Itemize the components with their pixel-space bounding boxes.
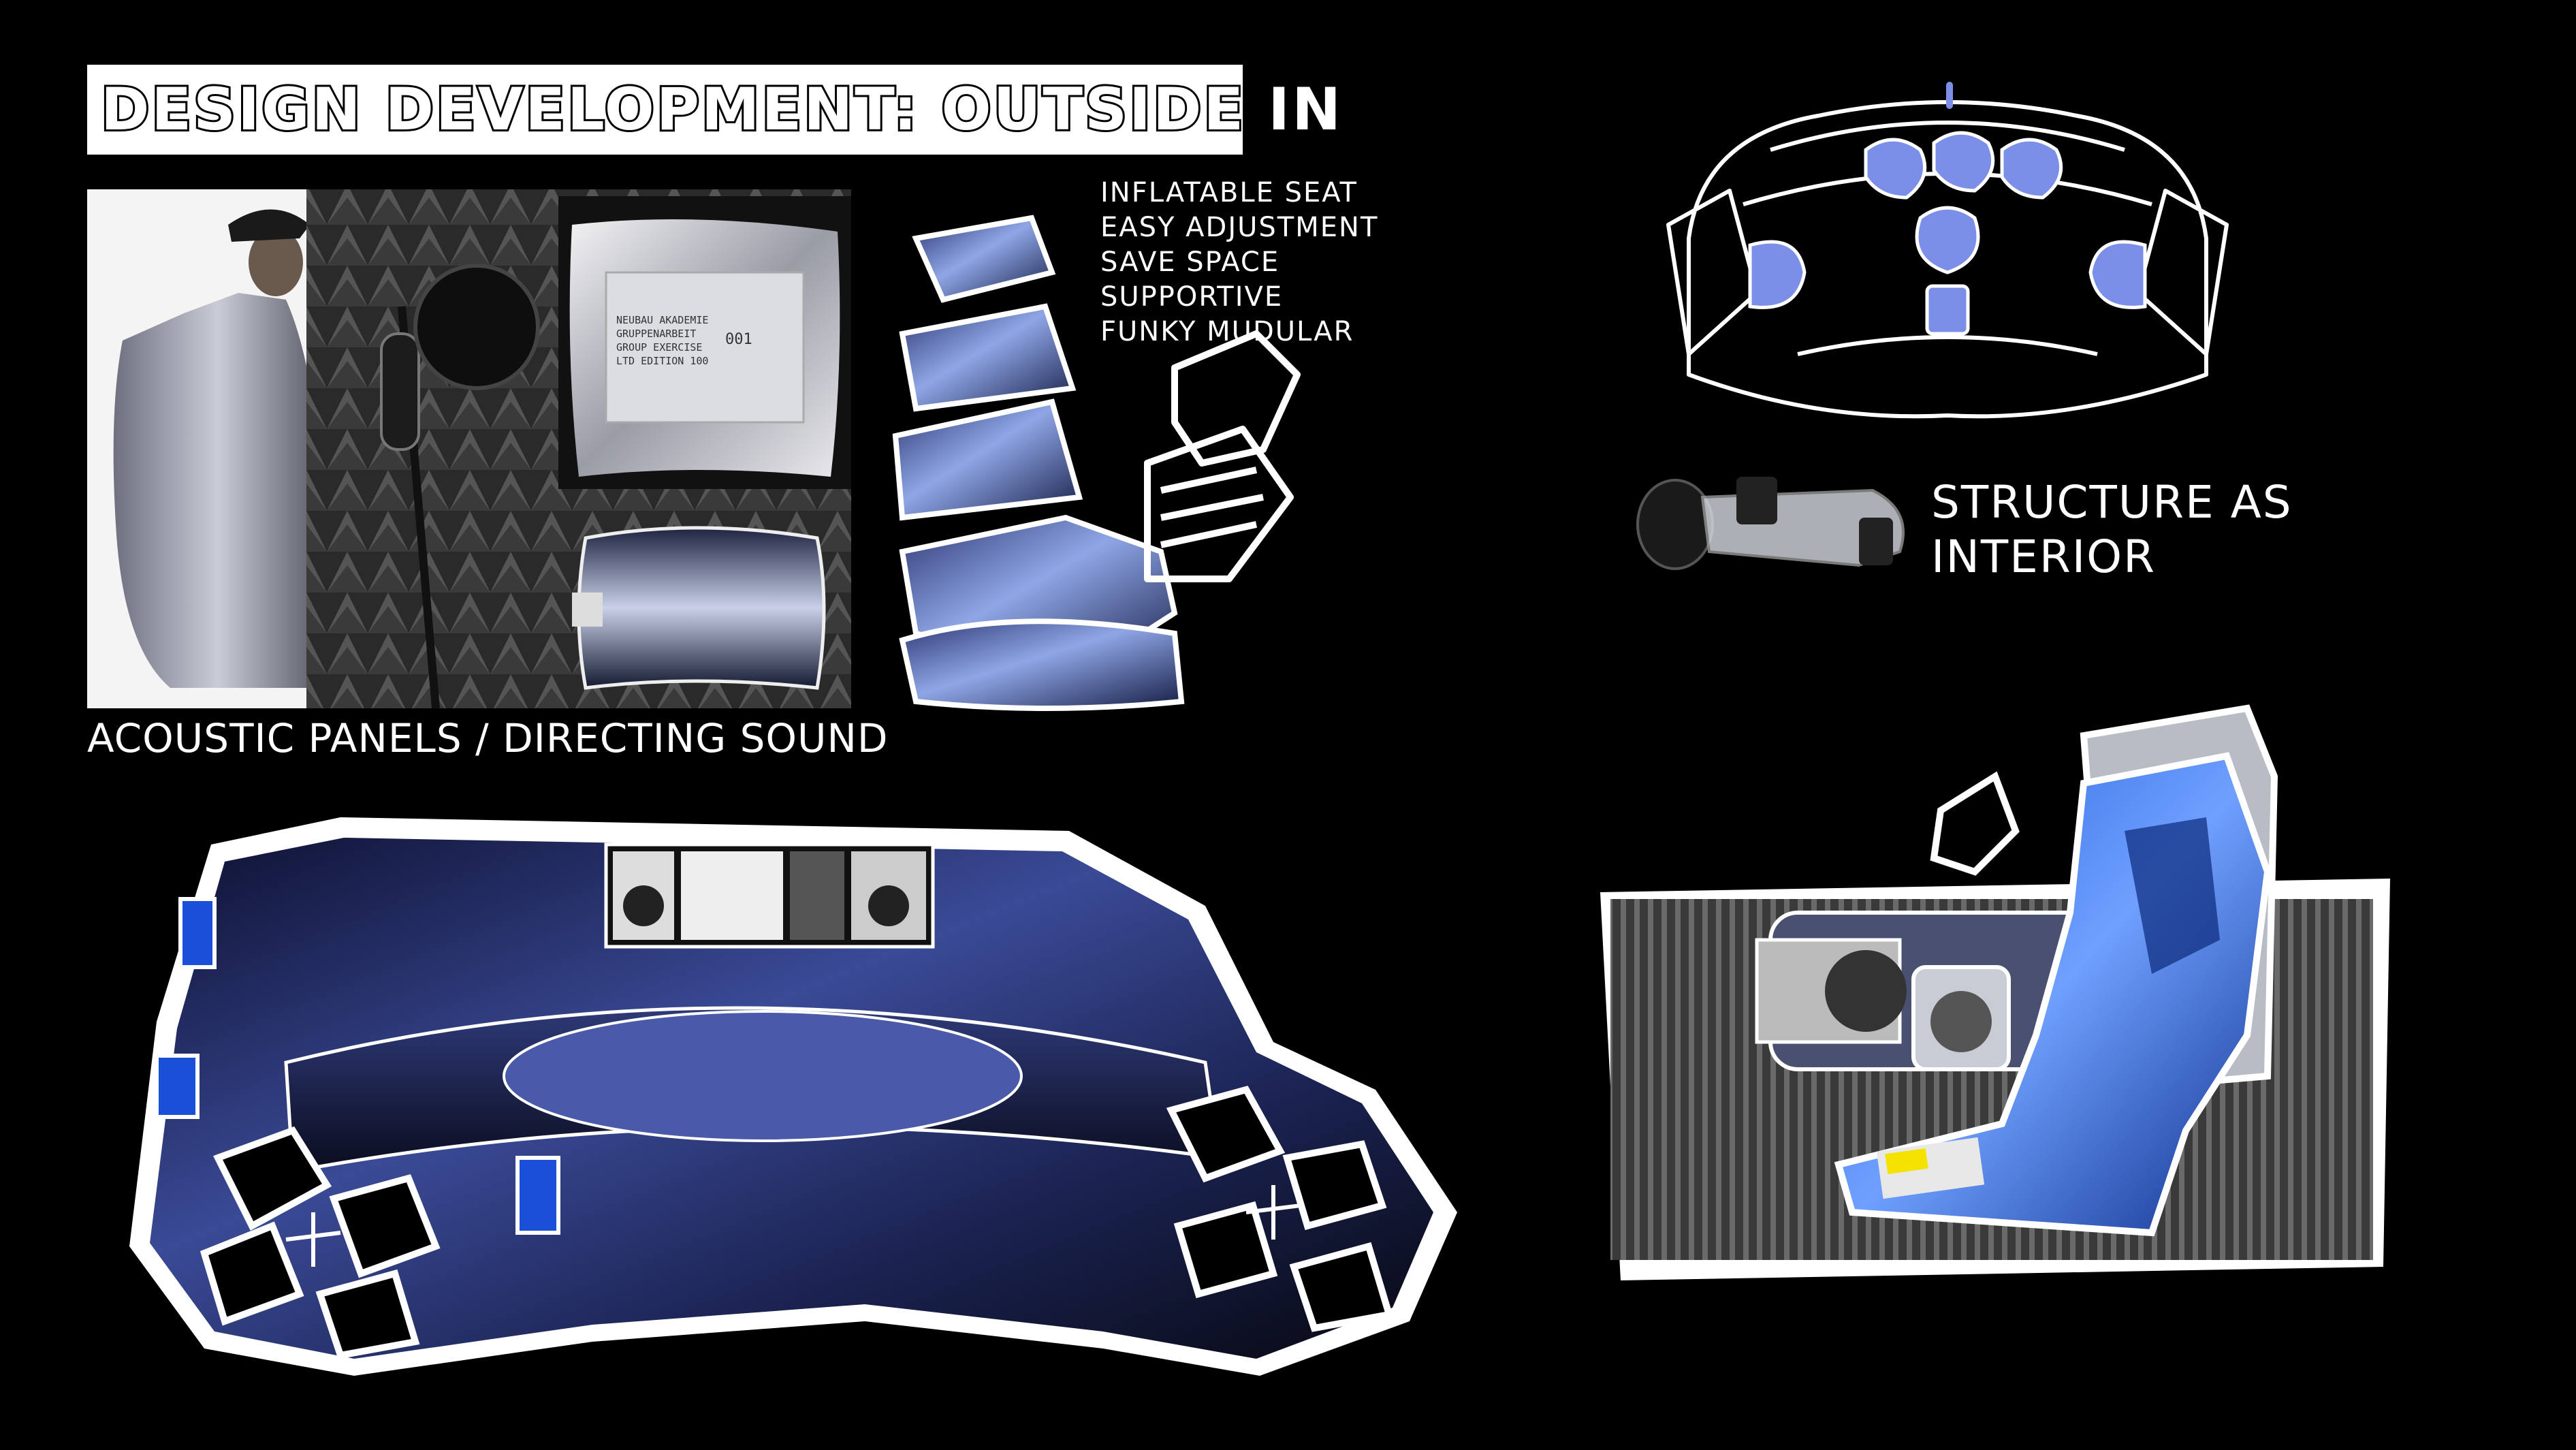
pouch-label-1: NEUBAU AKADEMIE: [616, 314, 708, 326]
pouch-number: 001: [725, 331, 752, 348]
structure-caption-line2: INTERIOR: [1931, 531, 2156, 583]
binding-seat-collage: [1600, 704, 2390, 1280]
pouch-label-4: LTD EDITION 100: [616, 355, 708, 367]
vehicle-front-sketch: [1666, 82, 2229, 419]
acoustic-collage: NEUBAU AKADEMIE GRUPPENARBEIT GROUP EXER…: [87, 189, 851, 709]
vehicle-interior-sketch: [129, 817, 1457, 1376]
page-title: DESIGN DEVELOPMENT: OUTSIDE IN: [99, 74, 1343, 146]
structure-handle-art: [1636, 477, 1905, 570]
feature-item: SAVE SPACE: [1100, 247, 1280, 278]
structure-caption-line1: STRUCTURE AS: [1931, 476, 2293, 529]
structure-caption: STRUCTURE AS INTERIOR: [1931, 475, 2293, 584]
pouch-label-3: GROUP EXERCISE: [616, 341, 702, 353]
title-banner: DESIGN DEVELOPMENT: OUTSIDE IN: [87, 65, 1343, 155]
feature-item: INFLATABLE SEAT: [1100, 177, 1358, 208]
acoustic-caption: ACOUSTIC PANELS / DIRECTING SOUND: [87, 715, 889, 761]
feature-item: FUNKY MUDULAR: [1100, 316, 1354, 347]
feature-item: EASY ADJUSTMENT: [1100, 212, 1379, 243]
inflatable-seat-art: [892, 215, 1301, 711]
pouch-label-2: GRUPPENARBEIT: [616, 328, 696, 340]
seat-feature-list: INFLATABLE SEAT EASY ADJUSTMENT SAVE SPA…: [1100, 176, 1378, 349]
feature-item: SUPPORTIVE: [1100, 281, 1284, 313]
